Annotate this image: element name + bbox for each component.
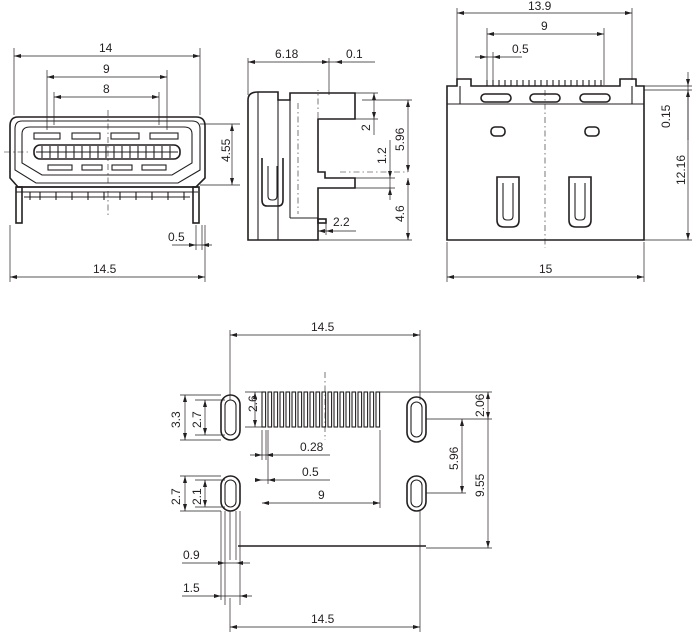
dim-front-14: 14 [99,41,113,55]
dim-side-2: 2 [359,124,373,131]
dim-pcb-1-5: 1.5 [183,581,200,595]
dim-front-8: 8 [103,82,110,96]
dim-top-0-5: 0.5 [512,42,529,56]
dim-pcb-0-5: 0.5 [302,465,319,479]
dim-top-9: 9 [541,19,548,33]
dim-side-2-2: 2.2 [333,215,350,229]
dim-pcb-2-06: 2.06 [473,393,487,417]
dim-pcb-lower-2-1: 2.1 [190,488,204,505]
dim-top-15: 15 [539,262,553,276]
dim-pcb-9: 9 [318,488,325,502]
front-view: 14 9 8 [4,41,240,282]
dim-pcb-3-3: 3.3 [169,411,183,428]
dim-pcb-0-9: 0.9 [183,548,200,562]
dim-side-4-6: 4.6 [393,205,407,222]
side-view: 6.18 0.1 2 1.2 5.9 [247,47,412,241]
top-view: 13.9 9 0.5 [446,0,692,282]
dim-front-14-5: 14.5 [93,262,117,276]
dim-front-4-55: 4.55 [219,138,233,162]
dim-top-13-9: 13.9 [528,0,552,13]
dim-side-1-2: 1.2 [375,147,389,164]
dim-side-0-1: 0.1 [346,47,363,61]
dim-pcb-14-5-bottom: 14.5 [311,612,335,626]
dim-front-0-5: 0.5 [168,230,185,244]
dim-front-9: 9 [103,62,110,76]
dim-side-5-96: 5.96 [393,127,407,151]
dim-side-6-18: 6.18 [275,47,299,61]
dim-pcb-2-6: 2.6 [246,395,260,412]
dim-pcb-14-5-top: 14.5 [311,320,335,334]
dim-top-0-15: 0.15 [659,104,673,128]
dim-pcb-9-55: 9.55 [473,473,487,497]
dim-pcb-0-28: 0.28 [300,440,324,454]
dim-pcb-2-7: 2.7 [190,411,204,428]
pcb-footprint: 14.5 2.6 [169,320,492,632]
dim-top-12-16: 12.16 [674,155,688,185]
dim-pcb-lower-2-7: 2.7 [169,488,183,505]
dim-pcb-5-96: 5.96 [447,446,461,470]
